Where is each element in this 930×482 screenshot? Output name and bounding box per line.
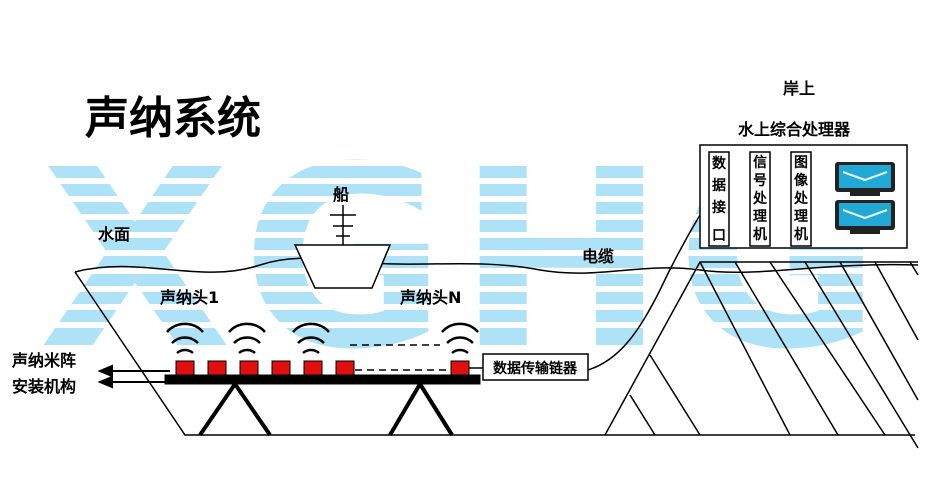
- transmission-linker-label: 数据传输链器: [493, 360, 578, 377]
- transmission-linker-box: [482, 353, 589, 381]
- module-image-processor: 图 像 处 理 机: [790, 151, 812, 247]
- svg-text:机: 机: [794, 226, 808, 243]
- svg-text:理: 理: [753, 209, 767, 225]
- ship: [293, 205, 392, 289]
- svg-text:处: 处: [793, 190, 809, 207]
- shore-label: 岸上: [783, 79, 815, 98]
- sonar-head-n-label: 声纳头N: [399, 288, 461, 307]
- svg-text:数: 数: [712, 155, 727, 172]
- seabed-outline: [74, 271, 915, 436]
- module-signal-processor: 信 号 处 理 机: [749, 151, 771, 247]
- svg-text:号: 号: [753, 173, 767, 189]
- monitor-icon: [835, 162, 895, 196]
- svg-text:理: 理: [794, 209, 808, 225]
- mount-arrows: [97, 364, 170, 389]
- module-data-interface: 数 据 接 口: [708, 151, 730, 247]
- cable-label: 电缆: [582, 247, 614, 266]
- water-surface-label: 水面: [98, 225, 130, 244]
- svg-text:接: 接: [712, 199, 726, 216]
- svg-text:口: 口: [712, 228, 726, 244]
- mount-frame: [164, 374, 481, 437]
- array-dashes: [350, 344, 448, 371]
- mount-label-2: 安装机构: [12, 377, 76, 396]
- ship-label: 船: [333, 185, 349, 204]
- sonar-array: [166, 322, 479, 376]
- mount-label-1: 声纳米阵: [11, 351, 76, 370]
- svg-text:图: 图: [794, 155, 808, 171]
- svg-text:信: 信: [753, 154, 767, 171]
- sonar-head: [175, 360, 470, 376]
- monitor-icon: [835, 200, 895, 234]
- svg-text:像: 像: [794, 172, 809, 189]
- svg-text:据: 据: [712, 177, 726, 194]
- processor-label: 水上综合处理器: [738, 120, 851, 139]
- diagram-title: 声纳系统: [85, 93, 261, 144]
- svg-text:处: 处: [752, 190, 768, 207]
- water-surface-line: [74, 257, 919, 274]
- sonar-waves: [166, 322, 479, 355]
- svg-text:机: 机: [753, 226, 767, 243]
- cable-line: [587, 214, 701, 371]
- shore-bank: [604, 261, 919, 449]
- sonar-head-1-label: 声纳头1: [159, 288, 219, 307]
